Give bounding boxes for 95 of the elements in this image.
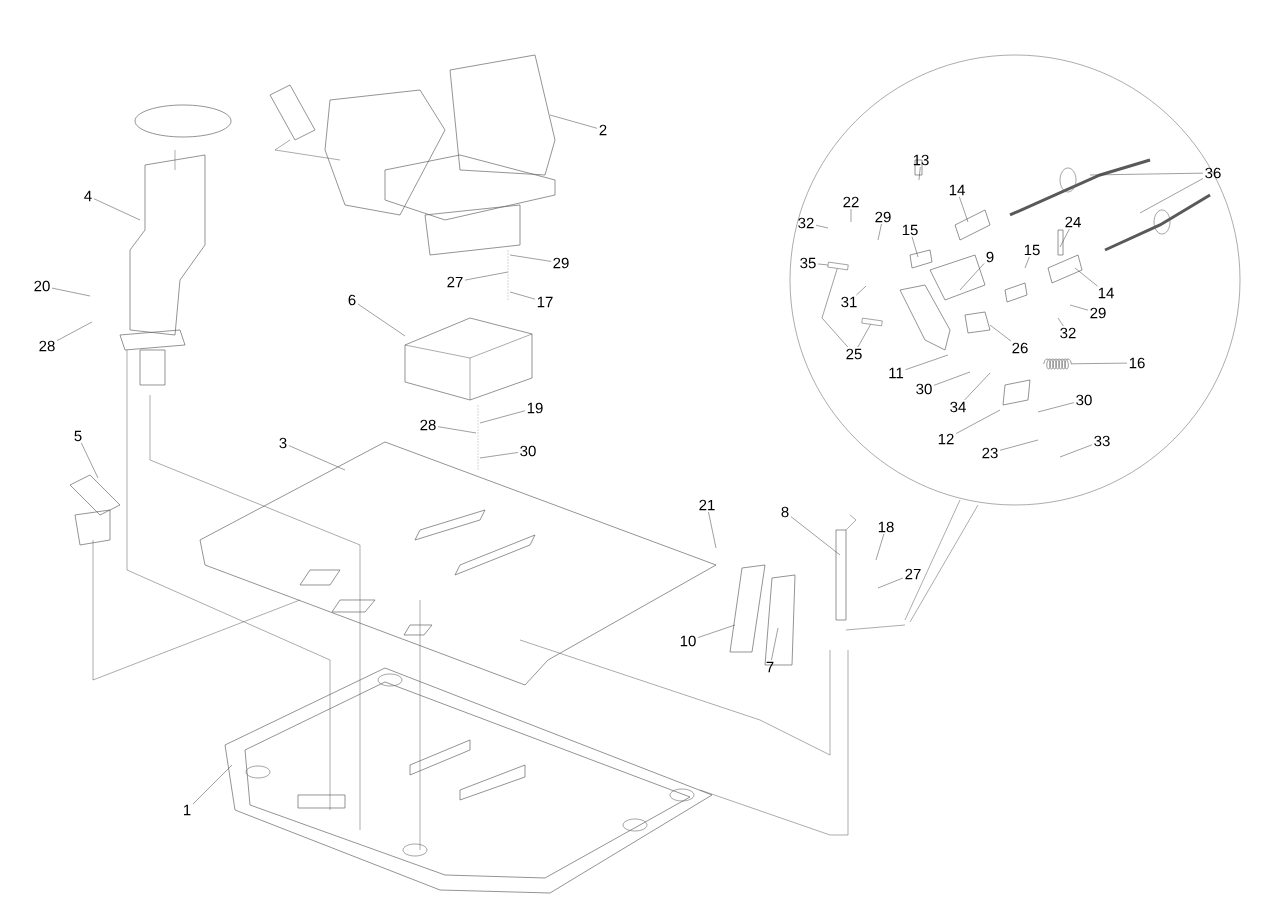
callout-number: 6 [348,294,356,306]
callout-number: 18 [878,521,894,533]
leader-line [856,285,867,296]
leader-line [1069,304,1089,311]
callout-number: 14 [949,184,965,196]
callout-number: 30 [1076,394,1092,406]
leader-line [1037,402,1075,413]
callout-number: 14 [1098,287,1114,299]
callout-number: 19 [527,402,543,414]
leader-line [549,114,598,129]
leader-line [955,409,1001,434]
leader-line [911,236,919,258]
leader-line [479,410,526,424]
leader-line [708,511,717,549]
leader-line [81,442,99,479]
callout-number: 35 [800,257,816,269]
leader-line [877,223,882,241]
leader-line [959,263,985,291]
leader-line [817,263,828,266]
callout-number: 21 [699,499,715,511]
leader-line [905,354,949,370]
callout-number: 31 [841,296,857,308]
leader-line [1059,444,1093,458]
leader-line [877,577,904,589]
callout-number: 28 [420,419,436,431]
leader-line [509,254,552,262]
pin-drawing [827,261,849,271]
callout-number: 16 [1129,357,1145,369]
leader-line [93,198,141,221]
leader-line [1071,362,1128,365]
callout-number: 2 [599,124,607,136]
leader-line [56,321,93,341]
callout-number: 32 [1060,327,1076,339]
leader-line [999,439,1039,451]
leader-line [464,271,509,281]
leader-line [1059,228,1070,248]
leader-line [815,225,829,229]
callout-number: 8 [781,506,789,518]
callout-number: 9 [986,251,994,263]
callout-number: 7 [766,661,774,673]
leader-line [509,291,536,300]
leader-line [51,287,91,297]
callout-number: 11 [889,367,904,379]
callout-number: 33 [1094,435,1110,447]
callout-number: 25 [846,348,862,360]
callout-number: 36 [1205,167,1221,179]
callout-number: 24 [1065,216,1081,228]
callout-number: 30 [520,445,536,457]
leader-line [479,452,519,459]
callout-number: 22 [843,196,859,208]
callout-number: 29 [875,211,891,223]
callout-number: 29 [1090,307,1106,319]
leader-line [437,426,477,434]
leader-line [192,764,233,805]
leader-line [771,627,779,661]
leader-line [875,533,885,561]
callout-number: 28 [39,340,55,352]
callout-number: 29 [553,257,569,269]
callout-number: 15 [1024,244,1040,256]
callout-number: 23 [982,447,998,459]
leader-line [1057,317,1064,327]
callout-number: 20 [34,280,50,292]
leader-line [288,445,346,471]
leader-line [1074,267,1098,287]
leader-line [790,516,841,556]
leader-line [1024,256,1030,269]
callout-number: 13 [913,154,929,166]
callout-number: 10 [680,635,696,647]
leader-line [933,371,971,386]
callout-number: 27 [447,276,463,288]
leader-line [821,268,849,348]
leader-line [959,196,969,223]
callout-number: 1 [184,804,191,816]
leader-line [857,324,871,348]
callout-number: 34 [950,401,966,413]
leader-line [357,303,406,337]
callout-number: 32 [798,217,814,229]
callout-number: 15 [902,224,918,236]
leader-line [918,166,921,181]
callout-number: 12 [938,433,954,445]
leader-line [1089,172,1204,176]
leader-line [964,372,991,401]
callout-number: 30 [916,383,932,395]
leader-line [989,324,1012,342]
callout-number: 27 [905,568,921,580]
callout-number: 3 [279,437,287,449]
pin-drawing [861,317,883,327]
leader-line [697,624,736,638]
spring-drawing [1043,358,1073,370]
callout-number: 4 [84,190,92,202]
callout-number: 17 [537,296,553,308]
callout-number: 5 [74,430,82,442]
leader-line [1139,178,1204,214]
leader-line [850,208,852,223]
callout-number: 26 [1012,342,1028,354]
